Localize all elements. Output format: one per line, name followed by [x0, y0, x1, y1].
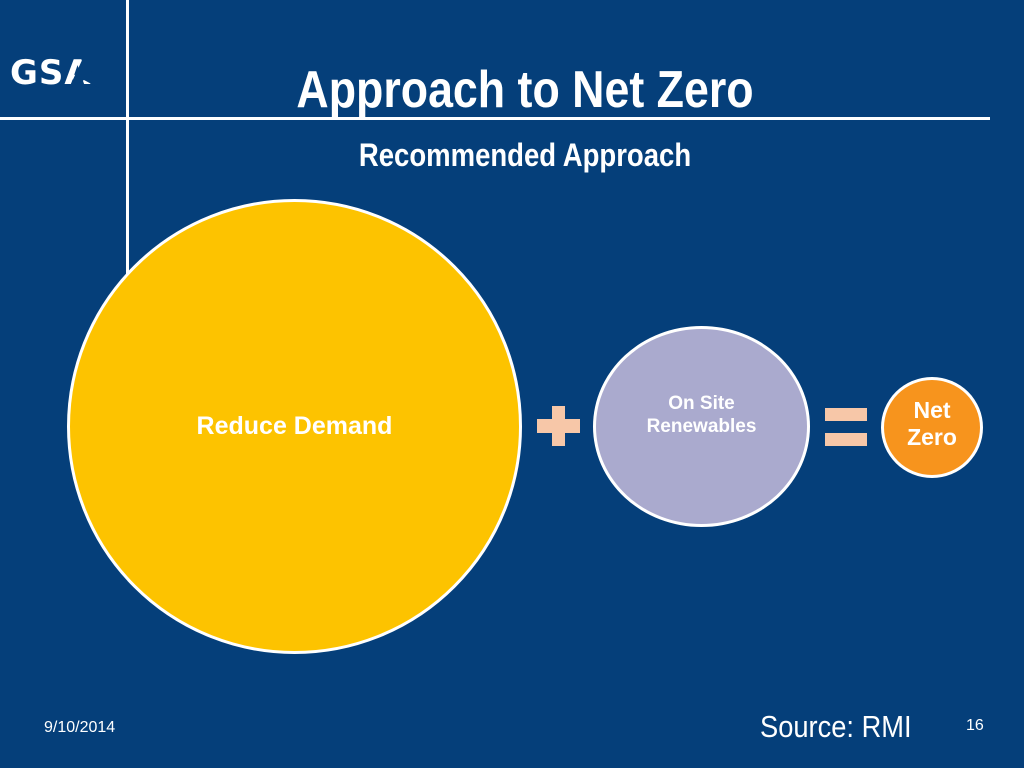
plus-icon — [537, 406, 580, 446]
slide-subtitle: Recommended Approach — [358, 137, 692, 173]
on-site-renewables-circle: On Site Renewables — [593, 326, 810, 527]
net-zero-label: Net Zero — [907, 396, 957, 450]
star-icon — [69, 56, 99, 88]
on-site-renewables-label: On Site Renewables — [646, 392, 757, 437]
equals-icon — [825, 408, 867, 446]
slide-date: 9/10/2014 — [44, 719, 116, 736]
gsa-logo: GSA — [10, 48, 110, 98]
page-number: 16 — [966, 717, 984, 734]
reduce-demand-label: Reduce Demand — [196, 412, 393, 440]
vertical-rule — [126, 0, 129, 290]
slide-title: Approach to Net Zero — [296, 61, 754, 119]
horizontal-rule — [0, 117, 990, 120]
source-credit: Source: RMI — [760, 709, 912, 744]
net-zero-circle: Net Zero — [881, 377, 983, 478]
reduce-demand-circle: Reduce Demand — [67, 199, 522, 654]
